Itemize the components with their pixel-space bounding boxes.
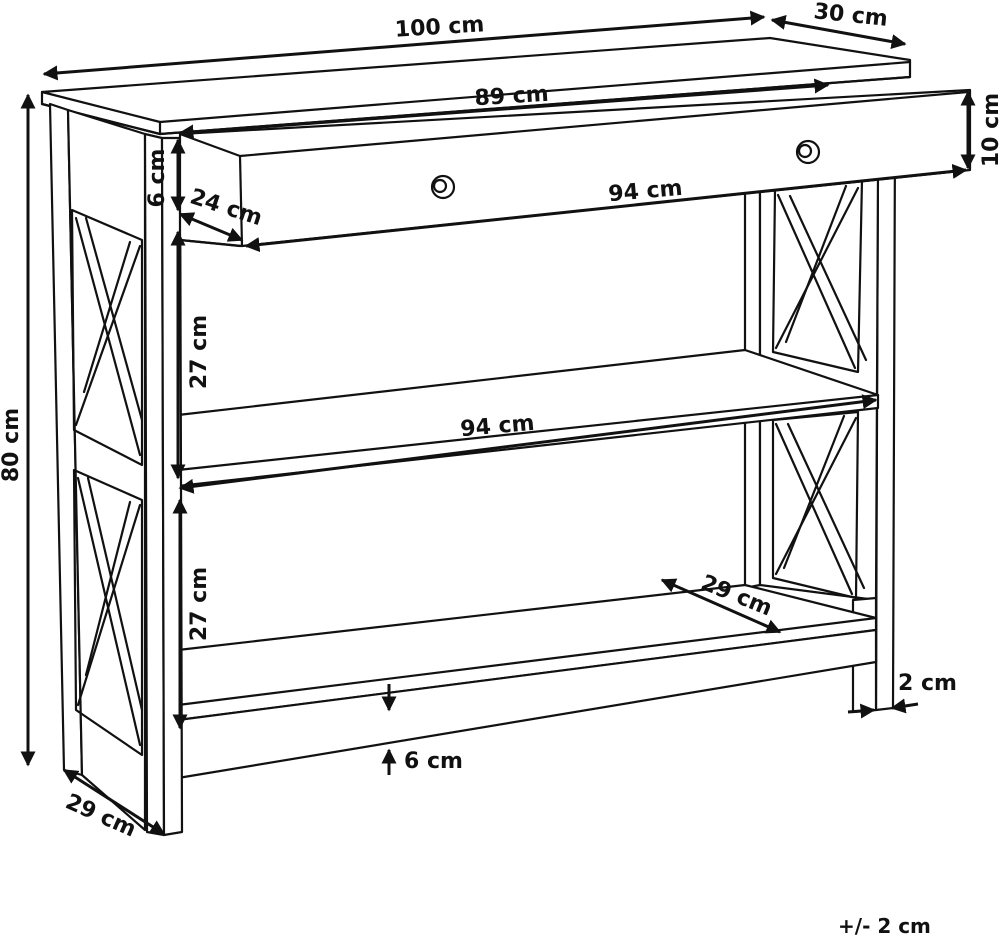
label-depth-top: 30 cm <box>812 0 888 32</box>
dimension-lines <box>20 10 976 836</box>
label-width-top: 100 cm <box>394 12 485 42</box>
label-leg-thickness: 2 cm <box>898 671 957 696</box>
left-side-frame <box>48 102 147 832</box>
label-drawer-width: 89 cm <box>474 82 550 111</box>
drawer-knob-right <box>795 139 821 165</box>
label-height-total: 80 cm <box>0 408 24 482</box>
label-bottom-clearance: 6 cm <box>404 749 463 774</box>
front-left-leg <box>143 132 166 837</box>
label-top-gap: 6 cm <box>145 149 170 208</box>
label-upper-shelf-gap: 27 cm <box>187 315 212 389</box>
tolerance-note: +/- 2 cm <box>838 914 931 938</box>
label-lower-shelf-gap: 27 cm <box>187 567 212 641</box>
drawer-knob-left <box>430 174 456 200</box>
label-drawer-height: 10 cm <box>979 93 1000 167</box>
